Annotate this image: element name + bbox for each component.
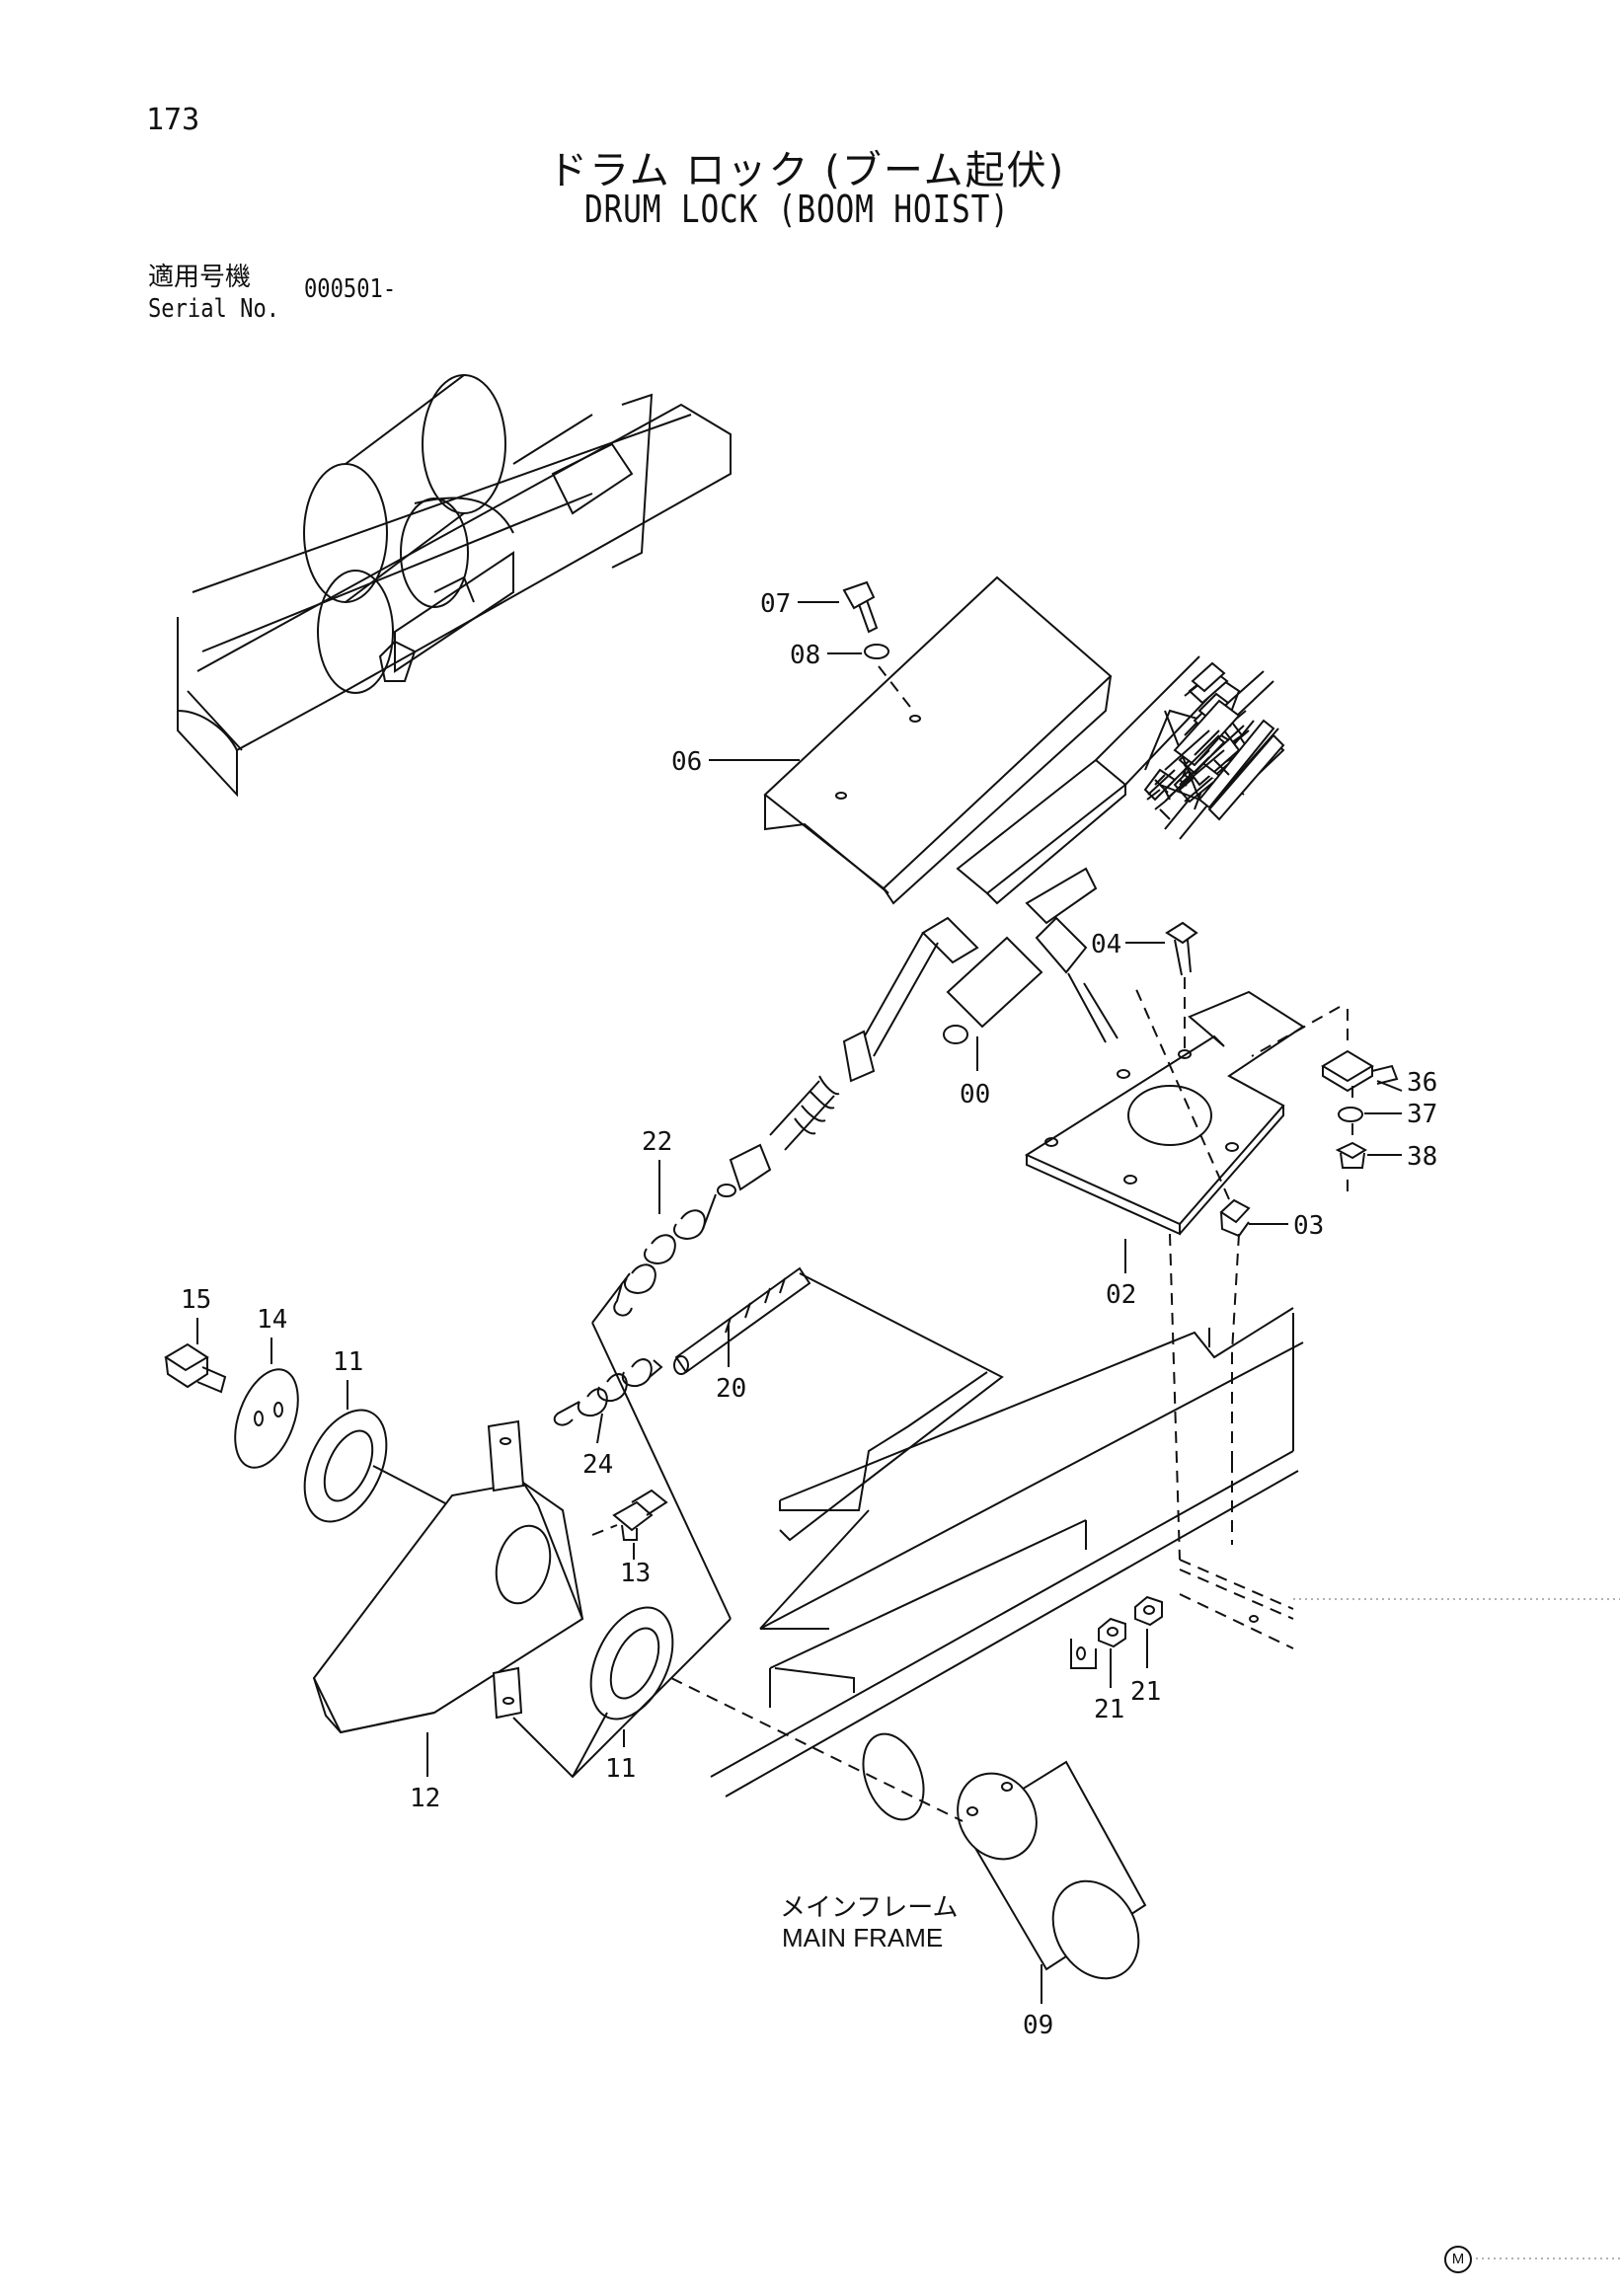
control-cable (717, 932, 939, 1197)
part-06-cover (763, 575, 1113, 905)
part-label-11-lower: 11 (605, 1754, 636, 1784)
serial-label-english: Serial No. (148, 294, 280, 324)
part-24-spring (553, 1358, 663, 1426)
part-label-07: 07 (760, 589, 791, 619)
part-label-11-upper: 11 (333, 1347, 363, 1377)
part-label-08: 08 (790, 641, 820, 670)
part-label-36: 36 (1407, 1068, 1437, 1098)
part-label-20: 20 (716, 1374, 746, 1404)
part-label-06: 06 (671, 747, 702, 777)
part-label-03: 03 (1293, 1211, 1324, 1241)
part-label-21-right: 21 (1130, 1677, 1161, 1707)
part-04-bolt (1165, 921, 1198, 976)
part-label-00: 00 (960, 1080, 990, 1110)
part-label-15: 15 (181, 1285, 211, 1315)
serial-number-value: 000501- (304, 274, 397, 304)
part-03-bolt (1219, 1198, 1251, 1238)
part-21-nut-right (1134, 1595, 1163, 1627)
winch-assembly-inset (177, 374, 732, 798)
part-02-bracket (1024, 972, 1305, 1236)
page-number: 173 (146, 103, 200, 137)
main-frame-label-english: MAIN FRAME (782, 1923, 944, 1952)
wire-harness (1143, 699, 1285, 821)
part-label-21-left: 21 (1094, 1695, 1124, 1724)
part-label-24: 24 (582, 1450, 613, 1480)
m-mark-circle: M (1444, 2246, 1472, 2273)
part-15-bolt (164, 1342, 227, 1394)
part-label-37: 37 (1407, 1100, 1437, 1129)
main-frame (710, 1233, 1304, 1798)
part-07-bolt (842, 580, 879, 634)
part-label-13: 13 (620, 1559, 651, 1588)
part-label-04: 04 (1091, 930, 1121, 959)
part-38-bolt (1335, 1141, 1368, 1169)
part-08-washer (864, 644, 889, 659)
part-label-12: 12 (410, 1784, 440, 1813)
pin-shadow-plate (779, 1272, 1004, 1542)
title-english: DRUM LOCK (BOOM HOIST) (584, 188, 1010, 231)
leader-lines (196, 601, 1403, 2004)
part-12-lever (312, 1419, 584, 1734)
part-label-09: 09 (1023, 2011, 1053, 2040)
part-11-washer-upper (303, 1409, 388, 1523)
part-21-nut-left (1098, 1617, 1126, 1648)
part-36-bracket (1321, 1049, 1399, 1093)
part-label-14: 14 (257, 1305, 287, 1335)
main-frame-label-japanese: メインフレーム (780, 1893, 959, 1923)
part-20-pin (673, 1266, 811, 1375)
title-japanese: ドラム ロック (ブーム起伏) (548, 148, 1066, 193)
part-37-washer (1338, 1107, 1363, 1122)
part-14-plate (234, 1368, 299, 1469)
part-11-washer-lower (589, 1606, 674, 1721)
part-label-38: 38 (1407, 1142, 1437, 1172)
part-09-pin (862, 1732, 1147, 1980)
serial-label-japanese: 適用号機 (148, 263, 252, 292)
part-label-02: 02 (1106, 1280, 1136, 1310)
part-13-grease-nipple (612, 1489, 668, 1541)
part-22-spring (613, 1193, 717, 1317)
part-label-22: 22 (642, 1127, 672, 1157)
